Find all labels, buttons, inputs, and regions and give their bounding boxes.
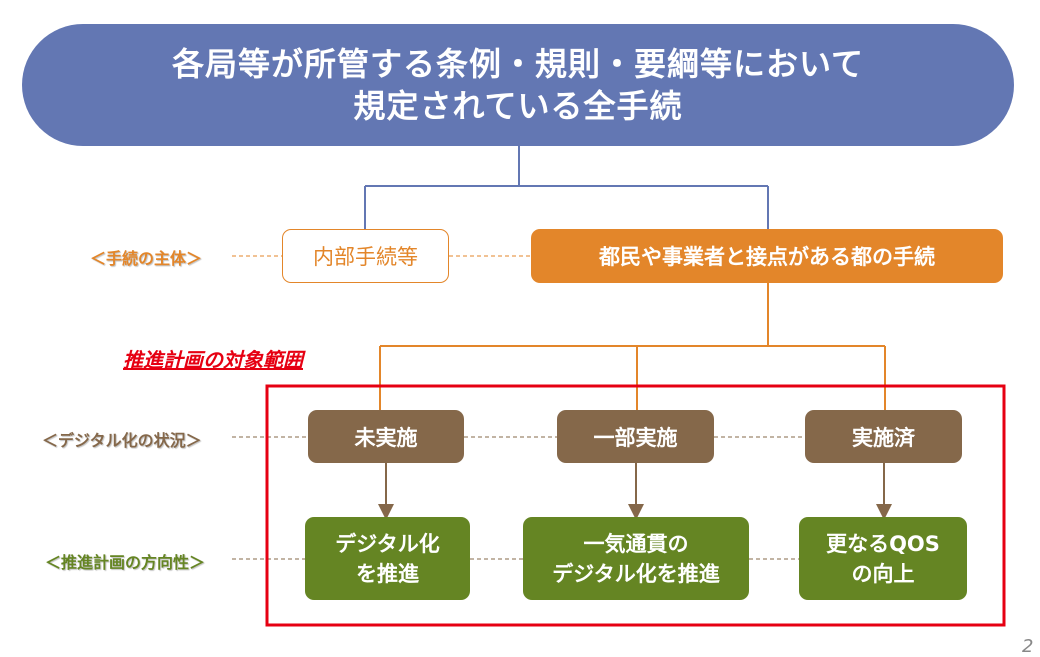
scope-frame — [265, 384, 1006, 627]
node-line-1: デジタル化 — [335, 531, 440, 556]
node-direction-improve-qos: 更なるQOS の向上 — [799, 517, 967, 600]
node-direction-promote-digital: デジタル化 を推進 — [305, 517, 470, 600]
node-line-1: 更なるQOS — [826, 531, 940, 556]
node-citizen-procedures: 都民や事業者と接点がある都の手続 — [531, 229, 1003, 283]
status-to-direction-arrows — [378, 463, 892, 520]
row-label-actor: ＜手続の主体＞ — [90, 249, 203, 268]
title-connector — [364, 146, 769, 229]
node-status-implemented: 実施済 — [805, 410, 962, 463]
node-status-partially-implemented: 一部実施 — [557, 410, 714, 463]
node-line-2: デジタル化を推進 — [552, 561, 720, 586]
title-line-1: 各局等が所管する条例・規則・要綱等において — [171, 45, 865, 83]
title-line-2: 規定されている全手続 — [353, 87, 683, 125]
node-internal-procedures: 内部手続等 — [282, 229, 449, 283]
page-number: 2 — [1022, 636, 1034, 657]
node-line-2: を推進 — [356, 561, 419, 586]
node-direction-end-to-end: 一気通貫の デジタル化を推進 — [523, 517, 749, 600]
node-line-2: の向上 — [851, 561, 915, 586]
citizen-connector — [379, 283, 886, 410]
node-status-not-implemented: 未実施 — [308, 410, 464, 463]
node-line-1: 一気通貫の — [583, 531, 689, 556]
row-label-digital-status: ＜デジタル化の状況＞ — [42, 431, 202, 450]
scope-label: 推進計画の対象範囲 — [123, 348, 303, 372]
row-label-direction: ＜推進計画の方向性＞ — [45, 553, 206, 572]
title-banner: 各局等が所管する条例・規則・要綱等において 規定されている全手続 — [22, 24, 1014, 146]
